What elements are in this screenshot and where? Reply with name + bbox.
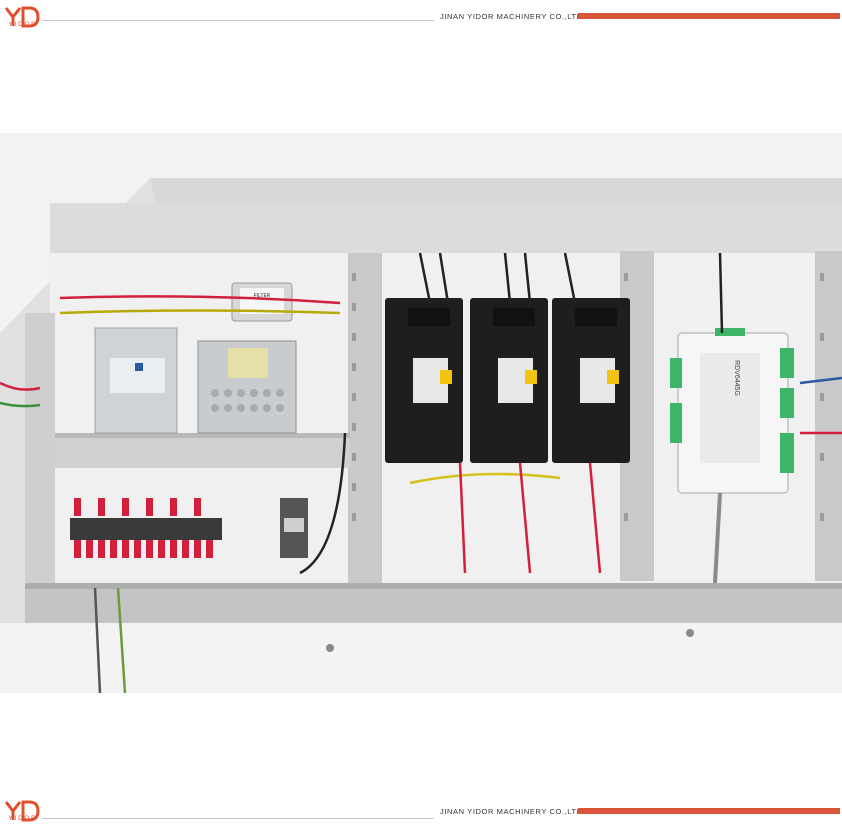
company-name: JINAN YIDOR MACHINERY CO.,LTD [440, 807, 583, 816]
yidor-logo-icon [4, 6, 40, 36]
controller-label: RDV6445G [733, 360, 740, 396]
logo-text: YIDOR [8, 816, 38, 822]
header-divider [42, 20, 434, 21]
footer-divider [42, 818, 434, 819]
filter-label: FILTER [254, 293, 271, 299]
accent-bar [578, 13, 840, 19]
yidor-logo-icon [4, 800, 40, 830]
control-cabinet-photo: FILTER [0, 133, 842, 693]
company-name: JINAN YIDOR MACHINERY CO.,LTD [440, 12, 583, 21]
accent-bar [578, 808, 840, 814]
logo-text: YIDOR [8, 22, 38, 28]
